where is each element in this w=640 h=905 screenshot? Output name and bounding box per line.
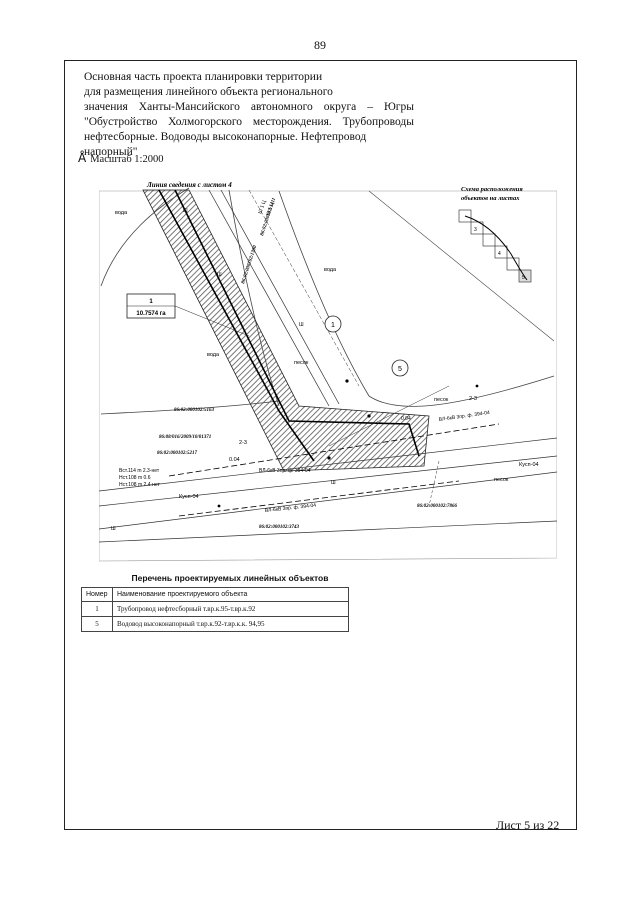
- power-line: [178, 480, 460, 517]
- sand-label: песок: [294, 360, 309, 366]
- shoreline: [368, 190, 555, 342]
- parcel-label: 86:02:000102:1380: [241, 245, 258, 285]
- parcel-label: 86:02:000102:7866: [417, 504, 457, 509]
- map-label: 2-3: [239, 440, 247, 446]
- sand-label: песок: [494, 477, 509, 483]
- map-border: [99, 190, 557, 562]
- map-label: 0.04: [401, 416, 411, 422]
- title-line: значения Ханты-Мансийского автономного о…: [84, 101, 414, 113]
- elevation-label: Нст.108 m 2.4-нет: [119, 482, 161, 488]
- elevation-label: Нст.108 m 0.6: [119, 475, 151, 481]
- sheet-label: Лист 5 из 22: [496, 818, 560, 832]
- north-arrow-icon: Å: [78, 151, 87, 165]
- road-line: [208, 189, 330, 407]
- power-line: [168, 423, 500, 477]
- pipeline-2: [174, 189, 420, 457]
- road-line: [248, 189, 360, 387]
- object-area: 10.7574 га: [136, 311, 166, 317]
- map-label: 2-3: [469, 396, 477, 402]
- power-line-label: ВЛ-6кВ 3пр. ф. 394-04: [265, 503, 317, 514]
- table-header-row: Номер Наименование проектируемого объект…: [81, 587, 349, 602]
- parcel-label: 86:02:000102:5163: [174, 408, 214, 413]
- road-line: [99, 437, 557, 492]
- sheet-number: 5: [522, 275, 525, 281]
- column-header: Номер: [81, 587, 113, 602]
- map-label: Ш: [217, 272, 222, 278]
- match-line-label: Линия сведения с листом 4: [146, 181, 232, 189]
- site-plan-map: Линия сведения с листом 4 Схема располож…: [99, 181, 557, 562]
- layout-title: объектов на листах: [461, 195, 520, 202]
- parcel-label: 86:02:000102:5217: [157, 451, 197, 456]
- object-number-cell: 1: [81, 601, 113, 617]
- object-number: 1: [149, 299, 153, 305]
- map-label: Ш: [331, 480, 336, 486]
- map-label: Ш: [299, 322, 304, 328]
- right-of-way-hatch: [142, 189, 430, 472]
- map-label: Ш 1 Ц: [265, 201, 275, 216]
- sheet-number: 4: [498, 251, 501, 257]
- sheet-frame: [64, 60, 577, 830]
- map-label: Ш: [183, 208, 188, 214]
- page-title: Основная часть проекта планировки террит…: [84, 70, 414, 160]
- shoreline: [278, 190, 555, 407]
- pipeline-1: [158, 189, 315, 462]
- object-name-cell: Трубопровод нефтесборный т.вр.к.95-т.вр.…: [112, 601, 349, 617]
- road-line: [99, 455, 557, 507]
- road-line: [220, 189, 340, 405]
- parcel-label: 86:02:000102:3743: [259, 525, 299, 530]
- callout-number: 1: [331, 322, 335, 329]
- table-row: 5 Водовод высоконапорный т.вр.к.92-т.вр.…: [81, 616, 349, 632]
- table-row: 1 Трубопровод нефтесборный т.вр.к.95-т.в…: [81, 601, 349, 617]
- parcel-line: [428, 460, 440, 507]
- elevation-label: Вст.114 m 2.3-нет: [119, 468, 160, 474]
- road-line: [99, 471, 557, 530]
- water-label: вода: [324, 267, 337, 273]
- map-label: Ш: [111, 526, 116, 532]
- power-line-label: ВЛ-6кВ 3пр. ф. 394-04: [259, 468, 311, 474]
- parcel-line: [328, 385, 450, 447]
- map-label: Кусп-04: [179, 494, 199, 500]
- title-line: Основная часть проекта планировки террит…: [84, 71, 323, 83]
- page-number: 89: [314, 38, 326, 52]
- callout-number: 5: [398, 366, 402, 373]
- water-label: вода: [207, 352, 220, 358]
- map-label: 0.04: [229, 457, 240, 463]
- map-label: Ш 1 Ц: [257, 199, 267, 214]
- title-line: "Обустройство Холмогорского месторождени…: [84, 116, 414, 128]
- sand-label: песок: [434, 397, 449, 403]
- sheet-layout-scheme: 3 4 5: [458, 209, 532, 283]
- column-header: Наименование проектируемого объекта: [112, 587, 349, 602]
- parcel-label: 86:08/016/2009/10/01371: [159, 435, 211, 440]
- power-line-label: ВЛ-6кВ 3пр. ф. 394-04: [438, 410, 490, 423]
- title-line: для размещения линейного объекта региона…: [84, 86, 333, 98]
- sheet-number: 3: [474, 227, 477, 233]
- scale-text: Масштаб 1:2000: [90, 154, 164, 165]
- object-number-cell: 5: [81, 616, 113, 632]
- title-line: нефтесборные. Водоводы высоконапорные. Н…: [84, 131, 367, 158]
- object-name-cell: Водовод высоконапорный т.вр.к.92-т.вр.к.…: [112, 616, 349, 632]
- road-line: [99, 520, 557, 543]
- layout-title: Схема расположения: [461, 186, 523, 193]
- objects-table-title: Перечень проектируемых линейных объектов: [131, 573, 329, 583]
- map-label: Кусп-04: [519, 462, 539, 468]
- water-label: вода: [115, 210, 128, 216]
- objects-table: Номер Наименование проектируемого объект…: [81, 587, 349, 632]
